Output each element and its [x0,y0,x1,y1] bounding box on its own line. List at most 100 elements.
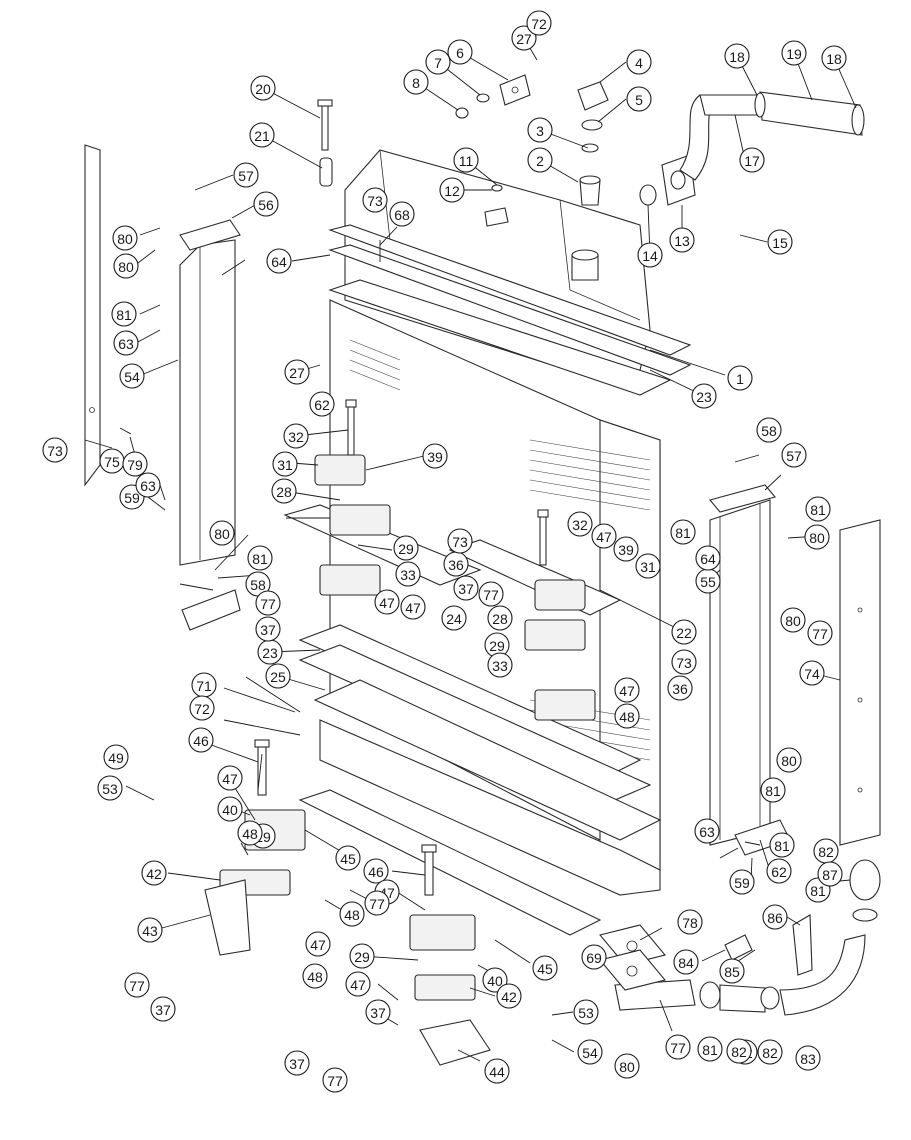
callout-circle [400,594,426,620]
callout-circle [137,917,163,943]
callout-81: 81 [769,832,795,858]
callout-circle [255,590,281,616]
callout-label: 49 [108,750,124,766]
callout-circle [821,45,847,71]
callout-circle [781,40,807,66]
bottom-channel [298,789,602,936]
callout-46: 46 [363,858,389,884]
callout-circle [97,775,123,801]
callout-label: 80 [214,526,230,542]
callout-circle [365,999,391,1025]
callout-circle [482,967,508,993]
callout-circle [697,1036,723,1062]
callout-48: 48 [614,703,640,729]
callout-80: 80 [776,747,802,773]
callout-circle [767,229,793,255]
parts-layer [84,74,881,1066]
callout-label: 80 [118,259,134,275]
callout-81: 81 [670,519,696,545]
callout-label: 48 [344,907,360,923]
callout-47: 47 [345,971,371,997]
lower-outlet-pipes [614,859,881,1016]
callout-circle [441,605,467,631]
callout-77: 77 [364,890,390,916]
callout-label: 84 [678,955,694,971]
callout-77: 77 [478,581,504,607]
callout-81: 81 [805,496,831,522]
callout-label: 73 [367,193,383,209]
callout-label: 18 [729,49,745,65]
callout-77: 77 [665,1034,691,1060]
callout-circle [799,660,825,686]
callout-circle [113,330,139,356]
callout-36: 36 [667,675,693,701]
callout-label: 85 [724,964,740,980]
callout-label: 8 [412,75,420,91]
callout-circle [496,983,522,1009]
callout-label: 47 [222,771,238,787]
callout-68: 68 [389,201,415,227]
callout-18: 18 [724,43,750,69]
callout-circle [817,861,843,887]
callout-label: 2 [536,153,544,169]
callout-label: 5 [635,92,643,108]
callout-label: 3 [536,123,544,139]
callout-circle [665,1034,691,1060]
callout-48: 48 [302,963,328,989]
callout-37: 37 [453,575,479,601]
callout-82: 82 [757,1039,783,1065]
callout-label: 45 [340,851,356,867]
callout-47: 47 [305,931,331,957]
callout-circle [804,524,830,550]
callout-42: 42 [141,860,167,886]
callout-circle [447,528,473,554]
callout-label: 69 [586,950,602,966]
callout-label: 77 [369,896,385,912]
callout-82: 82 [726,1038,752,1064]
callout-25: 25 [265,663,291,689]
callout-label: 64 [271,254,287,270]
callout-label: 43 [142,923,158,939]
callout-label: 33 [492,658,508,674]
callout-circle [781,442,807,468]
callout-label: 78 [682,915,698,931]
callout-circle [478,581,504,607]
callout-circle [527,117,553,143]
callout-label: 37 [289,1056,305,1072]
callout-77: 77 [322,1067,348,1093]
callout-54: 54 [119,363,145,389]
callout-label: 81 [774,838,790,854]
callout-label: 48 [619,709,635,725]
callout-45: 45 [532,955,558,981]
callout-circle [567,511,593,537]
callout-58: 58 [756,417,782,443]
callout-label: 81 [675,525,691,541]
callout-circle [111,301,137,327]
callout-label: 27 [289,365,305,381]
callout-19: 19 [781,40,807,66]
callout-circle [487,605,513,631]
callout-81: 81 [697,1036,723,1062]
callout-label: 59 [124,490,140,506]
callout-86: 86 [762,904,788,930]
callout-label: 39 [618,542,634,558]
callout-label: 40 [222,802,238,818]
callout-3: 3 [527,117,553,143]
callout-circle [669,227,695,253]
callout-53: 53 [97,775,123,801]
callout-12: 12 [439,177,465,203]
callout-circle [266,248,292,274]
callout-circle [389,201,415,227]
callout-56: 56 [253,191,279,217]
callout-circle [253,191,279,217]
callout-circle [527,147,553,173]
callout-circle [335,845,361,871]
callout-label: 79 [127,457,143,473]
callout-36: 36 [443,551,469,577]
callout-circle [305,931,331,957]
left-side-plate [179,239,236,566]
callout-40: 40 [482,967,508,993]
callout-circle [614,1053,640,1079]
callout-label: 36 [672,681,688,697]
